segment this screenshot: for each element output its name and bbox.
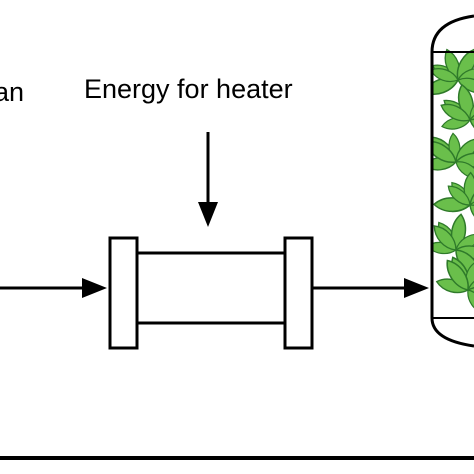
heater-cylinder-icon <box>108 236 314 350</box>
energy-arrow <box>198 132 218 227</box>
output-arrow <box>312 278 429 298</box>
plant-vessel-icon <box>430 14 474 348</box>
cropped-label: an <box>0 77 24 107</box>
heater-energy-label: Energy for heater <box>84 74 293 104</box>
input-arrow <box>0 278 107 298</box>
